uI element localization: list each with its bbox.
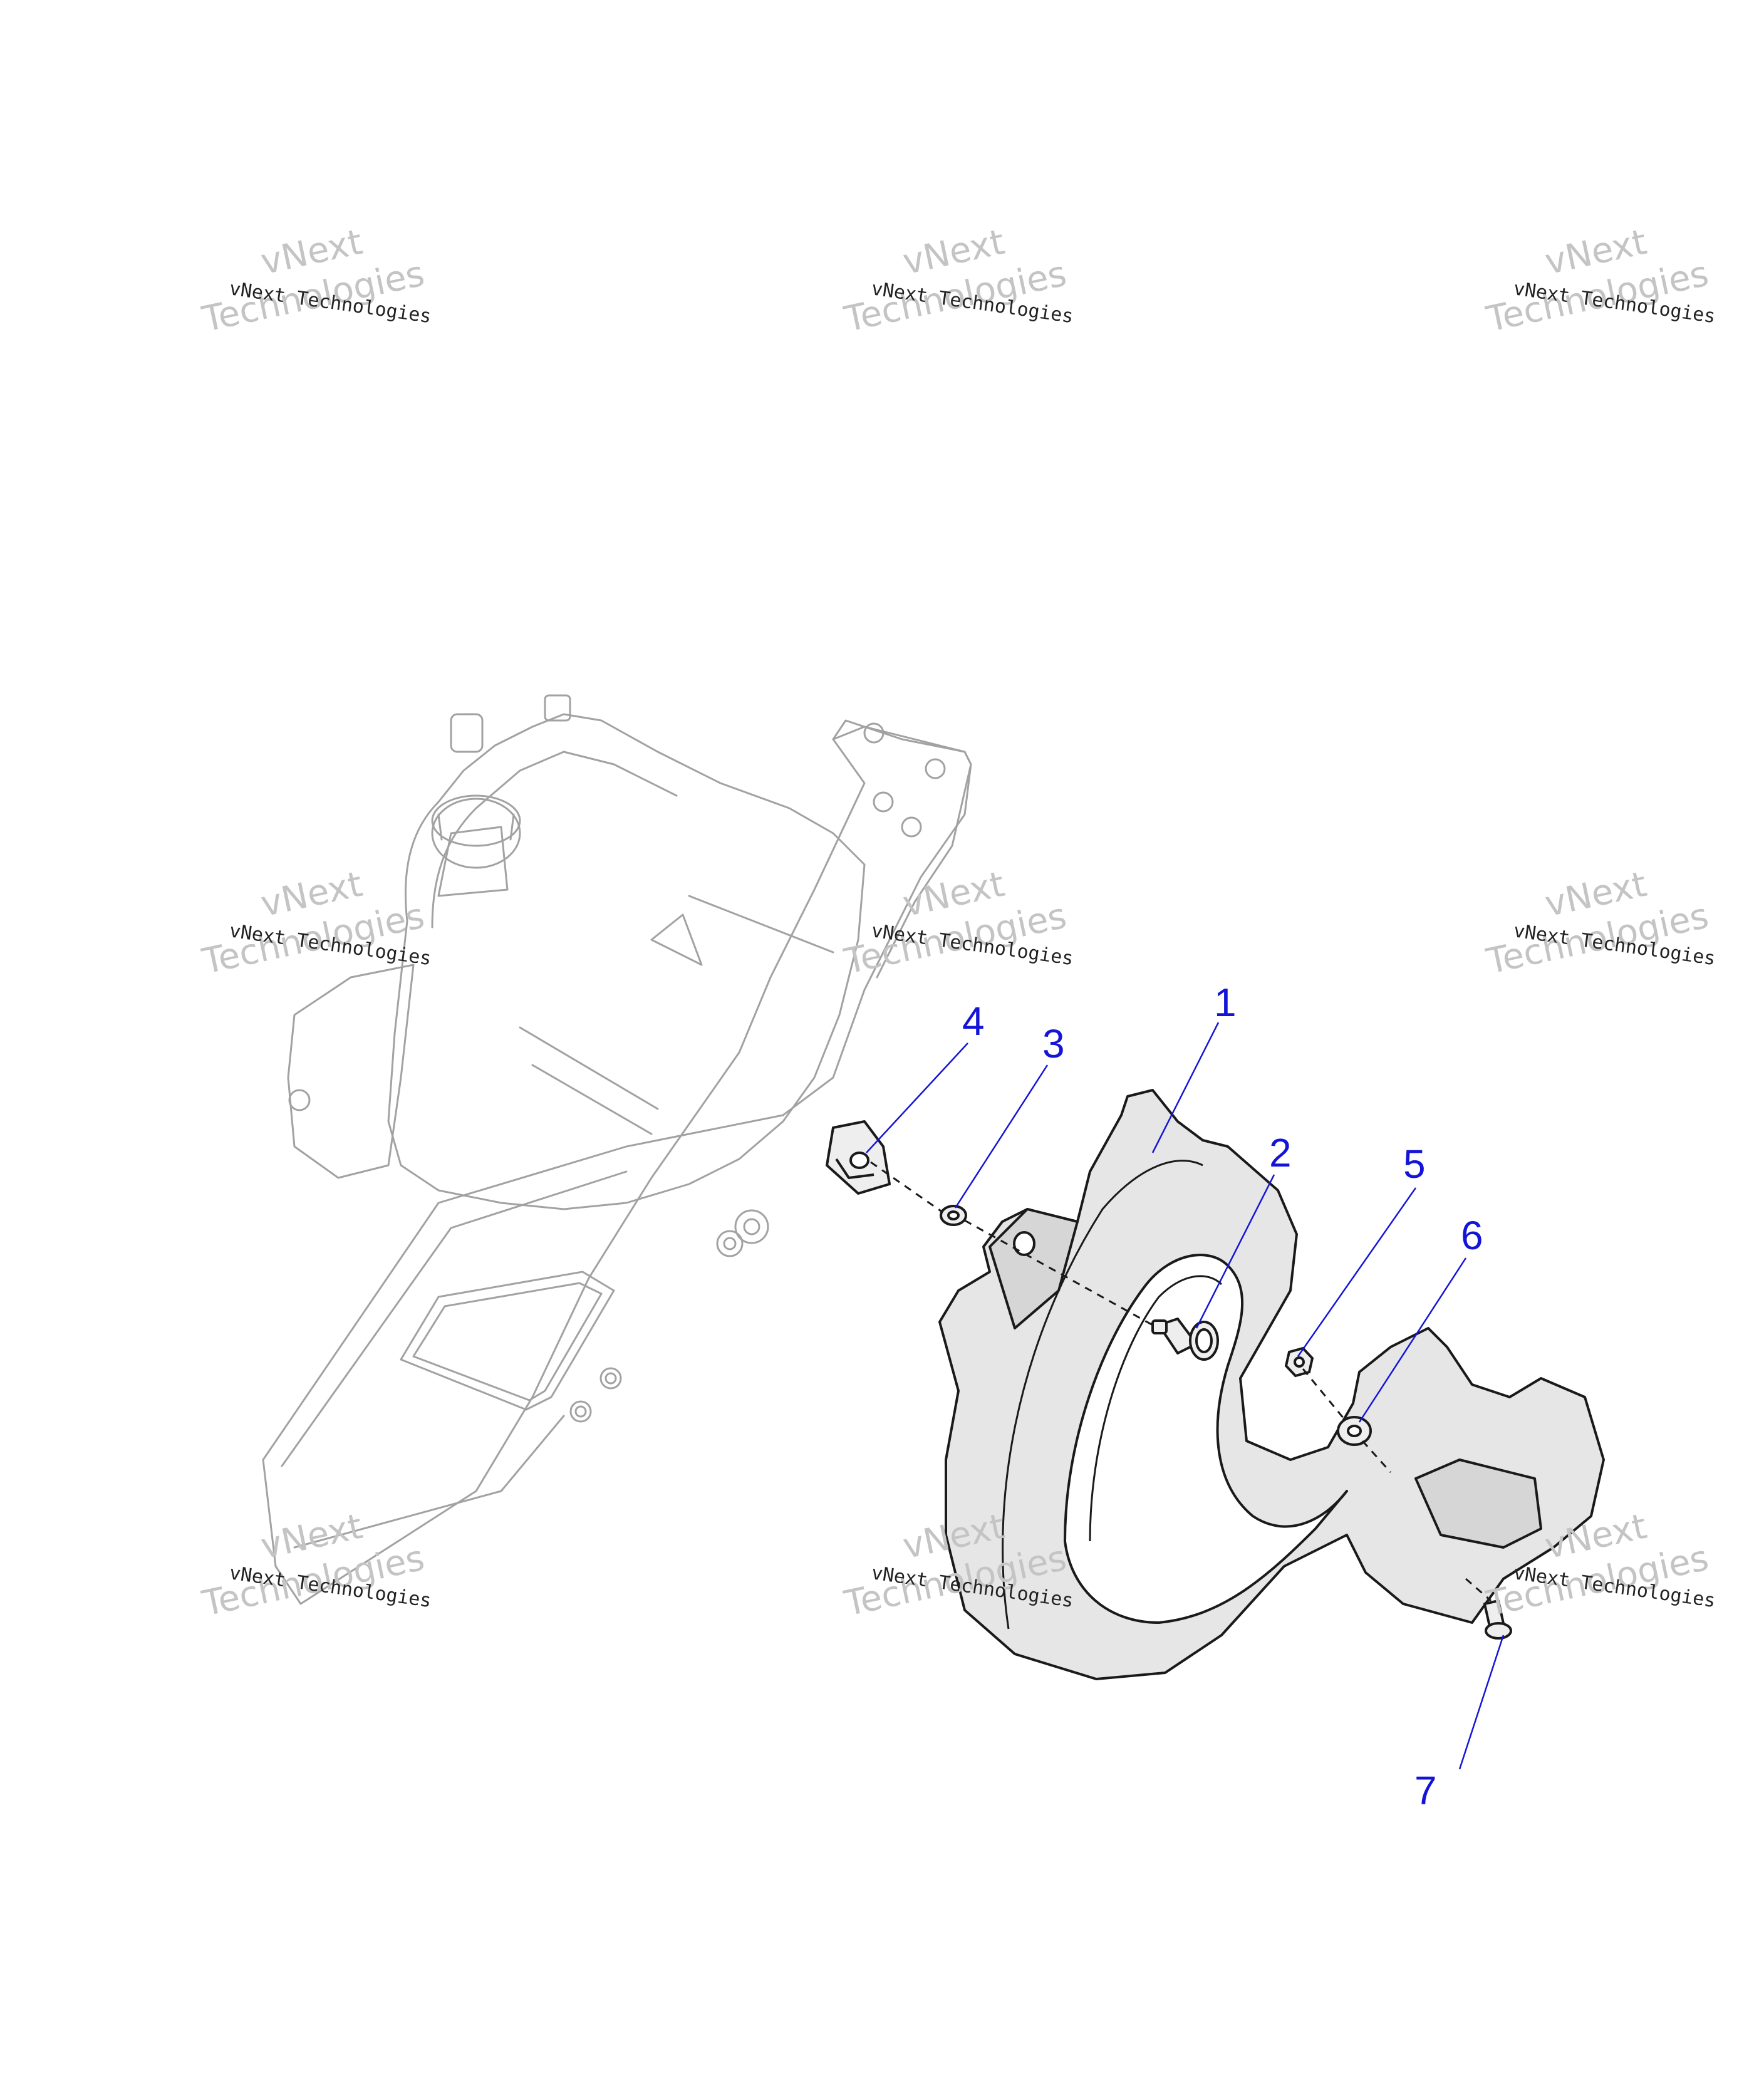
- callout-3: 3: [1042, 1021, 1065, 1066]
- background-engine-assembly: [262, 694, 972, 1605]
- watermark: vNext Technologies: [841, 1506, 1070, 1625]
- push-rivet-part: [1483, 1599, 1512, 1640]
- callout-labels: 1 2 3 4 5 6 7: [962, 980, 1483, 1813]
- retaining-washer-part: [940, 1205, 967, 1226]
- callout-2: 2: [1269, 1130, 1292, 1175]
- hex-nut-part: [1284, 1346, 1314, 1378]
- quarter-turn-fastener-part: [1151, 1318, 1219, 1361]
- callout-5: 5: [1403, 1141, 1426, 1187]
- callout-4: 4: [962, 999, 985, 1044]
- callout-7: 7: [1414, 1768, 1437, 1813]
- belt-guard-part: [938, 1089, 1605, 1680]
- callout-1: 1: [1214, 980, 1237, 1025]
- washer-part: [1337, 1416, 1372, 1446]
- callout-leaders: [866, 1022, 1505, 1770]
- clip-nut-part: [826, 1120, 891, 1195]
- callout-6: 6: [1461, 1213, 1483, 1258]
- explode-lines: [870, 1161, 1492, 1602]
